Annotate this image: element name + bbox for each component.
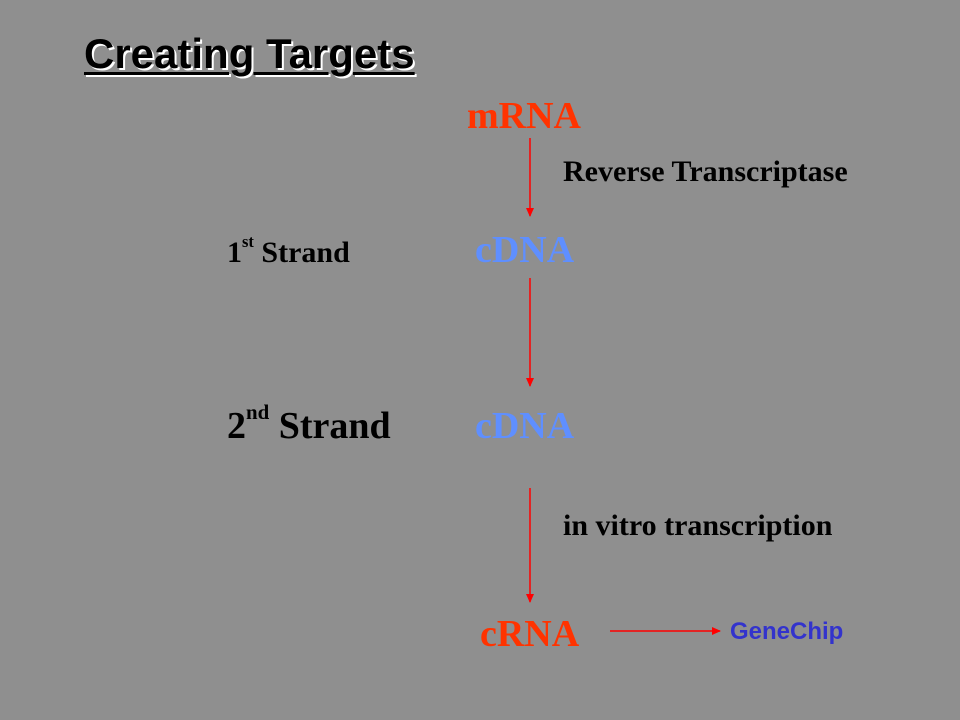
second-strand-superscript: nd xyxy=(246,400,270,425)
label-second-strand: 2nd Strand xyxy=(227,402,391,448)
first-strand-text: Strand xyxy=(253,236,350,269)
node-cdna-second: cDNA xyxy=(475,405,575,447)
node-mrna: mRNA xyxy=(467,95,581,137)
second-strand-number: 2 xyxy=(227,405,246,447)
label-first-strand: 1st Strand xyxy=(227,233,350,270)
label-reverse-transcriptase: Reverse Transcriptase xyxy=(563,155,848,188)
node-genechip: GeneChip xyxy=(730,618,844,645)
second-strand-text: Strand xyxy=(269,405,391,447)
first-strand-superscript: st xyxy=(242,232,254,252)
label-in-vitro-transcription: in vitro transcription xyxy=(563,509,833,542)
page-title: Creating Targets xyxy=(84,30,415,77)
first-strand-number: 1 xyxy=(227,236,242,269)
node-cdna-first: cDNA xyxy=(475,229,575,271)
node-crna: cRNA xyxy=(480,613,580,655)
